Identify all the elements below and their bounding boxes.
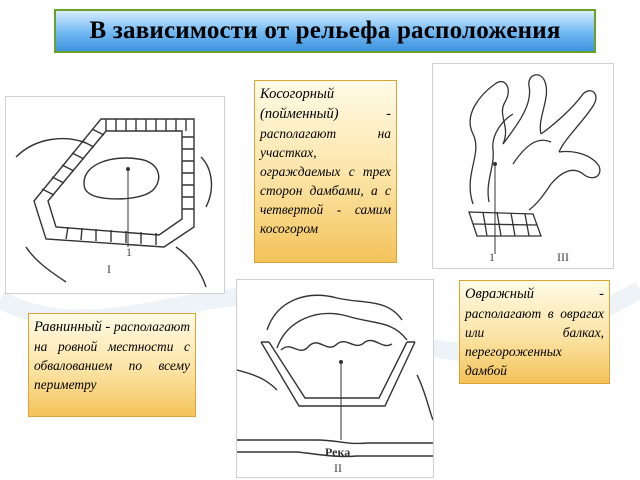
callout-kosogorny: Косогорный (пойменный) - располагают на …: [254, 80, 397, 263]
ravninny-heading: Равнинный -: [34, 319, 114, 335]
fig2-label-roman: II: [334, 461, 342, 475]
kosogorny-description: располагают на участках, ограждаемых с т…: [260, 126, 391, 236]
fig1-label-roman: I: [107, 262, 111, 276]
kosogorny-diagram: [237, 294, 433, 458]
ovrazhny-heading: Овражный -: [465, 286, 604, 302]
title-banner: В зависимости от рельефа расположения: [54, 9, 596, 53]
kosogorny-heading: Косогорный (пойменный) -: [260, 86, 391, 122]
fig1-label-number: 1: [126, 245, 132, 259]
page-title: В зависимости от рельефа расположения: [89, 17, 561, 44]
fig3-label-number: 1: [489, 250, 495, 264]
ovrazhny-description: располагают в оврагах или балках, перего…: [465, 306, 604, 378]
figure-ravninny: 1 I: [5, 96, 225, 294]
figure-kosogorny: Река II: [236, 279, 434, 478]
fig2-river-label: Река: [325, 445, 351, 459]
ravninny-description: располагают на ровной местности с обвало…: [34, 319, 190, 392]
callout-ravninny: Равнинный - располагают на ровной местно…: [28, 313, 196, 417]
fig3-label-roman: III: [557, 250, 569, 264]
figure-ovrazhny: 1 III: [432, 63, 614, 269]
callout-ovrazhny: Овражный - располагают в оврагах или бал…: [459, 280, 610, 384]
ovrazhny-diagram: [468, 74, 601, 254]
ravninny-diagram: [15, 118, 213, 288]
